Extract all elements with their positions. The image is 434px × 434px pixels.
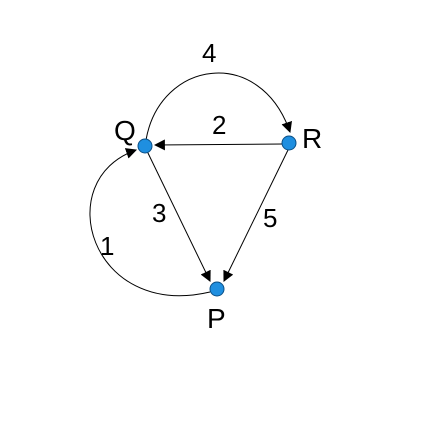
edge-5-r-to-p — [223, 149, 289, 282]
node-q-label: Q — [114, 115, 136, 146]
edge-5-label: 5 — [263, 203, 277, 233]
edge-1-arc-p-to-q — [89, 148, 211, 297]
edge-3-label: 3 — [152, 198, 166, 228]
edge-1-label: 1 — [100, 231, 114, 261]
edge-3-q-to-p — [146, 150, 211, 282]
node-p — [209, 281, 225, 297]
node-r-label: R — [302, 123, 322, 154]
node-r — [281, 135, 297, 151]
edge-4-label: 4 — [202, 38, 216, 68]
edge-4-arc-q-to-r — [145, 72, 292, 141]
edge-2-r-to-q — [153, 139, 284, 151]
node-q — [137, 138, 153, 154]
node-p-label: P — [207, 303, 226, 334]
edge-2-label: 2 — [212, 110, 226, 140]
